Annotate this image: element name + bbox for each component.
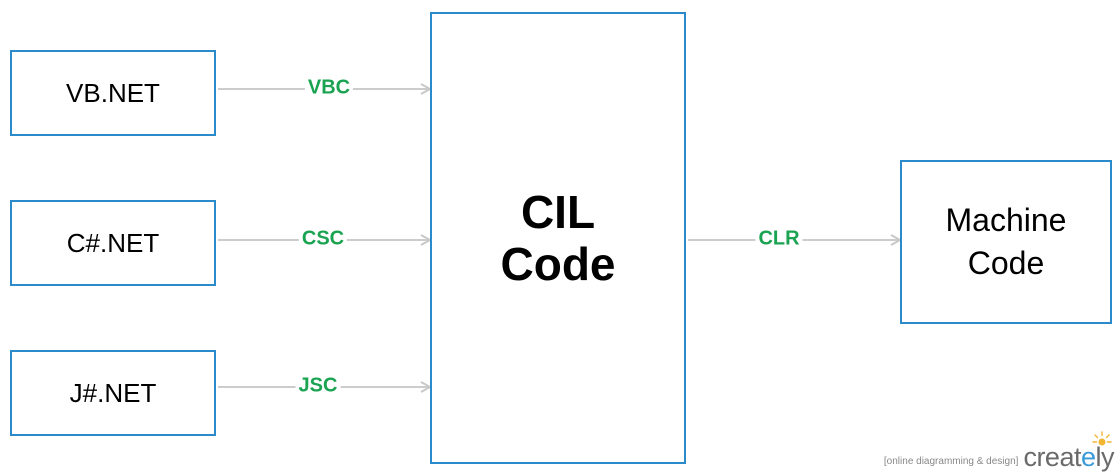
edge-label-csc: CSC — [298, 227, 348, 251]
edge-label-jsc: JSC — [295, 374, 341, 398]
node-machine-label-line2: Code — [967, 245, 1045, 281]
node-cil-label-line2: Code — [500, 238, 616, 290]
watermark-logo: creately — [1023, 431, 1114, 471]
sun-icon — [1092, 431, 1112, 446]
node-cs-net: C#.NET — [10, 200, 216, 286]
node-js-net-label: J#.NET — [69, 377, 157, 408]
node-machine-code: Machine Code — [900, 160, 1112, 324]
edge-label-vbc: VBC — [304, 76, 354, 100]
edge-label-clr: CLR — [755, 227, 803, 251]
node-vb-net: VB.NET — [10, 50, 216, 136]
watermark-tagline: [online diagramming & design] — [883, 456, 1019, 467]
creately-watermark: [online diagramming & design] creately — [883, 431, 1114, 471]
node-machine-label-line1: Machine — [945, 201, 1067, 238]
node-cil-label-line1: CIL — [520, 185, 596, 238]
node-vb-net-label: VB.NET — [66, 77, 160, 108]
node-js-net: J#.NET — [10, 350, 216, 436]
node-cs-net-label: C#.NET — [66, 227, 160, 258]
node-cil-code: CIL Code — [430, 12, 686, 464]
